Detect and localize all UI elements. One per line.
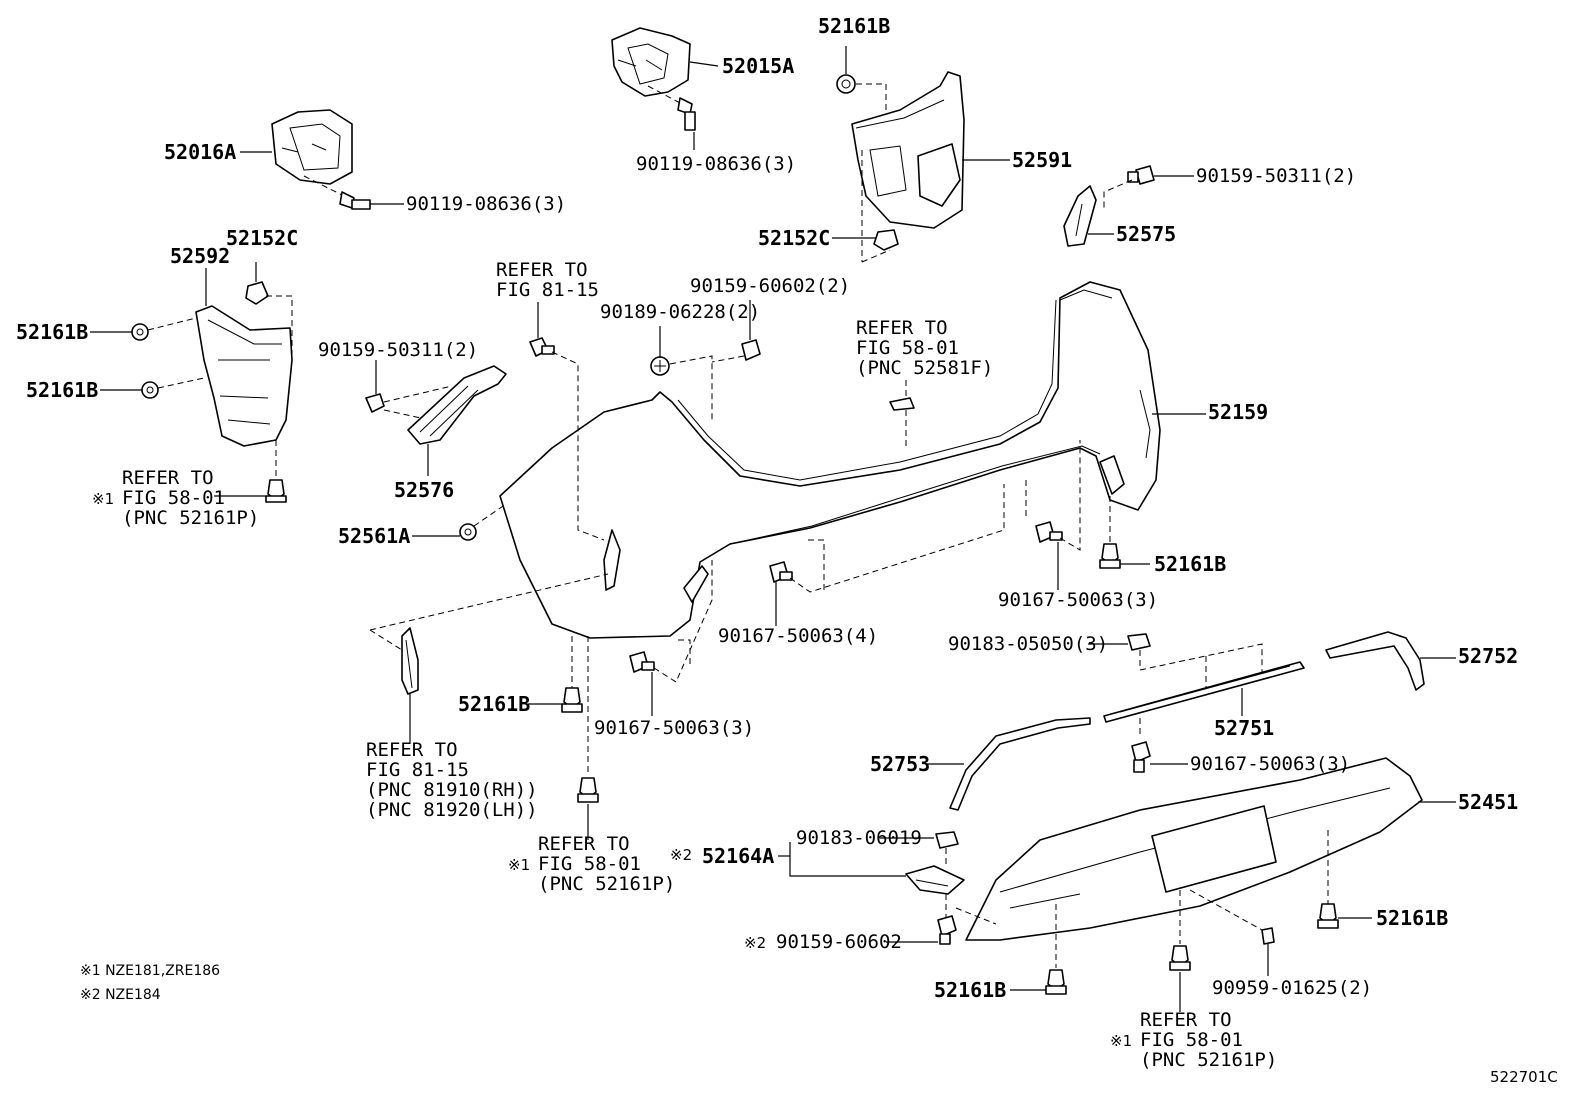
screw-90189-06228-shape: [650, 356, 670, 376]
callout-90167-50063-3c: 90167-50063(3): [1190, 753, 1351, 775]
bracket-52164a-shape: [905, 865, 965, 895]
nut-90183-06019-shape: [935, 831, 959, 849]
callout-52016a: 52016A: [164, 140, 237, 164]
callout-52451: 52451: [1458, 790, 1519, 814]
callout-52161b-bottom-left: 52161B: [934, 978, 1007, 1002]
callout-52152c-right: 52152C: [758, 226, 831, 250]
callout-52159: 52159: [1208, 400, 1269, 424]
bolt-90159-60602-shape: [937, 915, 957, 945]
clip-52161p-left-shape: [265, 479, 287, 503]
callout-52591: 52591: [1012, 148, 1073, 172]
callout-refer-fig-58-01-bottom: REFER TO FIG 58-01 (PNC 52161P): [1140, 1009, 1278, 1071]
bolt-90159-50311-r-shape: [1127, 165, 1155, 185]
callout-refer-fig-58-01-left: REFER TO FIG 58-01 (PNC 52161P): [122, 467, 260, 529]
molding-52752-shape: [1325, 631, 1425, 691]
callout-90183-05050: 90183-05050(3): [948, 633, 1109, 655]
garnish-52575-shape: [1063, 185, 1097, 247]
callout-52161b-left1: 52161B: [16, 320, 89, 344]
footnote-2: ※2 NZE184: [80, 987, 161, 1003]
callout-90159-60602-2: 90159-60602(2): [690, 275, 851, 297]
callout-52753: 52753: [870, 752, 931, 776]
callout-52161b-bottom-right: 52161B: [1376, 906, 1449, 930]
mark-1-left: ※1: [92, 490, 115, 508]
callout-52161b-mid-right: 52161B: [1154, 552, 1227, 576]
nut-52152c-r-shape: [873, 229, 899, 251]
callout-90959-01625: 90959-01625(2): [1212, 977, 1373, 999]
callout-90167-50063-3a: 90167-50063(3): [998, 589, 1159, 611]
callout-52751: 52751: [1214, 716, 1275, 740]
nut-90183-05050-shape: [1127, 633, 1151, 651]
molding-52751-shape: [1103, 661, 1305, 723]
clip-90959-01625-shape: [1261, 927, 1275, 945]
callout-52015a: 52015A: [722, 54, 795, 78]
callout-52576: 52576: [394, 478, 455, 502]
callout-52152c-left: 52152C: [226, 226, 299, 250]
mark-2-52164a: ※2: [670, 846, 693, 864]
lower-cover-52451-shape: [965, 757, 1423, 941]
bolt-90167-50063-ref-a-shape: [529, 337, 555, 357]
callout-90119-08636-b: 90119-08636(3): [406, 193, 567, 215]
bracket-52016a-shape: [271, 109, 353, 185]
bolt-90167-50063-4-shape: [769, 561, 793, 583]
mark-1-bottom: ※1: [1110, 1032, 1133, 1050]
retainer-52591-shape: [851, 71, 965, 229]
callout-refer-fig-58-01-top: REFER TO FIG 58-01 (PNC 52581F): [856, 317, 994, 379]
retainer-52592-shape: [195, 305, 293, 447]
callout-52561a: 52561A: [338, 524, 411, 548]
bolt-90167-50063-3a-shape: [1035, 521, 1063, 543]
reflector-shape: [401, 627, 419, 695]
bolt-90159-60602-2-shape: [741, 339, 761, 361]
bracket-52576-shape: [407, 365, 507, 445]
clip-52161b-br-shape: [1317, 903, 1339, 929]
clip-52161b-l1-shape: [131, 323, 149, 341]
callout-52161b-top: 52161B: [818, 14, 891, 38]
callout-90159-50311-l: 90159-50311(2): [318, 339, 479, 361]
figure-id: 522701C: [1490, 1068, 1558, 1086]
clip-52161p-bot-shape: [1169, 945, 1191, 971]
callout-52592: 52592: [170, 244, 231, 268]
clip-52161b-bl-shape: [1045, 969, 1067, 995]
callout-90167-50063-3b: 90167-50063(3): [594, 717, 755, 739]
bumper-cover-52159-shape: [499, 281, 1161, 639]
clip-52161p-mid-shape: [577, 777, 599, 803]
callout-refer-fig-58-01-mid: REFER TO FIG 58-01 (PNC 52161P): [538, 833, 676, 895]
clip-52161b-mr-shape: [1099, 543, 1121, 569]
callout-52161b-mid-left: 52161B: [458, 692, 531, 716]
footnote-1: ※1 NZE181,ZRE186: [80, 963, 221, 979]
molding-52753-shape: [949, 717, 1091, 811]
clip-52161b-ml-shape: [561, 687, 583, 713]
callout-90189-06228: 90189-06228(2): [600, 301, 761, 323]
callout-90159-50311-r: 90159-50311(2): [1196, 165, 1357, 187]
bolt-90159-50311-l-shape: [365, 393, 385, 413]
nut-52152c-l-shape: [245, 281, 269, 305]
callout-90167-50063-4: 90167-50063(4): [718, 625, 879, 647]
callout-refer-fig-81-15-a: REFER TO FIG 81-15: [496, 259, 599, 301]
bolt-90167-50063-3c-shape: [1131, 741, 1151, 773]
bolt-90119-a-shape: [647, 85, 696, 131]
callout-90183-06019: 90183-06019: [796, 827, 922, 849]
mark-1-mid: ※1: [508, 856, 531, 874]
mark-2-90159: ※2: [744, 934, 767, 952]
clip-52161b-l2-shape: [141, 381, 159, 399]
callout-refer-fig-81-15-b: REFER TO FIG 81-15 (PNC 81910(RH)) (PNC …: [366, 739, 538, 821]
clip-52161b-top-shape: [836, 74, 856, 94]
callout-52164a: 52164A: [702, 844, 775, 868]
clip-52561a-shape: [459, 523, 477, 541]
callout-52575: 52575: [1116, 222, 1177, 246]
callout-52752: 52752: [1458, 644, 1519, 668]
callout-52161b-left2: 52161B: [26, 378, 99, 402]
bolt-90167-50063-3b-shape: [629, 651, 655, 673]
bracket-52015a-shape: [611, 27, 691, 97]
callout-90159-60602: 90159-60602: [776, 931, 902, 953]
callout-90119-08636-a: 90119-08636(3): [636, 153, 797, 175]
